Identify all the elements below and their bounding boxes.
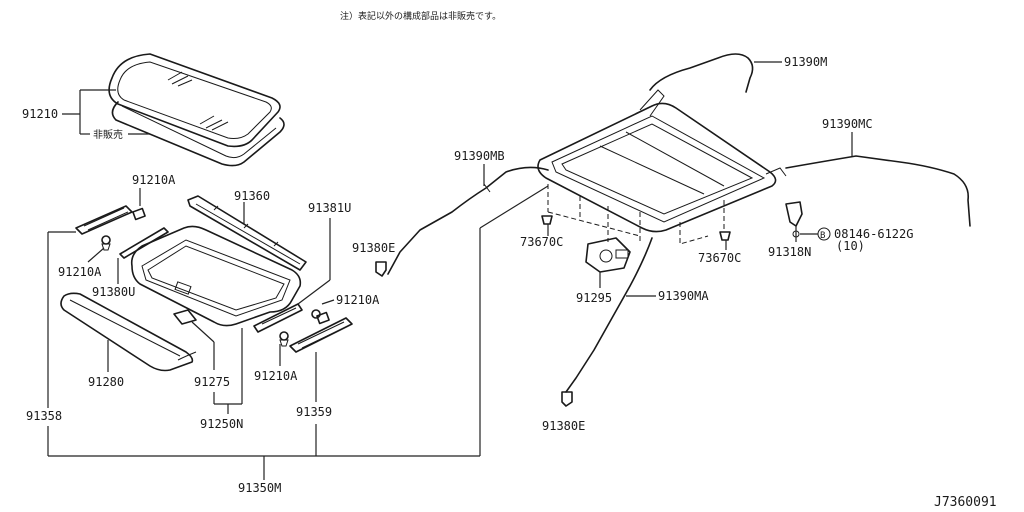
label-91380E-lower: 91380E bbox=[542, 419, 585, 433]
label-91210A-bottom: 91210A bbox=[254, 369, 298, 383]
label-91210A-top: 91210A bbox=[132, 173, 176, 187]
label-91295: 91295 bbox=[576, 291, 612, 305]
label-91390MC: 91390MC bbox=[822, 117, 873, 131]
label-91210: 91210 bbox=[22, 107, 58, 121]
label-91318N: 91318N bbox=[768, 245, 811, 259]
label-bolt-code: 08146-6122G bbox=[834, 227, 913, 241]
label-91275: 91275 bbox=[194, 375, 230, 389]
label-91380E-upper: 91380E bbox=[352, 241, 395, 255]
bracket-91318N[interactable] bbox=[785, 201, 803, 238]
label-91390MA: 91390MA bbox=[658, 289, 709, 303]
label-not-sold: 非販売 bbox=[93, 128, 123, 141]
drain-hose-91390MB[interactable] bbox=[387, 166, 549, 275]
label-91210A-left: 91210A bbox=[58, 265, 102, 279]
label-91381U: 91381U bbox=[308, 201, 351, 215]
grommet-91380E-lower[interactable] bbox=[561, 391, 573, 407]
sunshade-frame-91250N[interactable] bbox=[130, 225, 302, 327]
pad-91275[interactable] bbox=[173, 309, 197, 325]
glass-panel-91210[interactable] bbox=[108, 53, 285, 167]
clip-73670C-left[interactable] bbox=[541, 215, 553, 225]
label-73670C-left: 73670C bbox=[520, 235, 563, 249]
seal-91360[interactable] bbox=[187, 195, 307, 271]
motor-91295[interactable] bbox=[585, 237, 631, 273]
drain-hose-91390MA[interactable] bbox=[565, 237, 653, 393]
label-91358: 91358 bbox=[26, 409, 62, 423]
label-91210A-right: 91210A bbox=[336, 293, 380, 307]
label-91360: 91360 bbox=[234, 189, 270, 203]
label-bolt-qty: (10) bbox=[836, 239, 865, 253]
label-91250N: 91250N bbox=[200, 417, 243, 431]
front-bracket-right[interactable] bbox=[289, 311, 353, 353]
grommet-91380E-upper[interactable] bbox=[375, 261, 387, 277]
label-91390MB: 91390MB bbox=[454, 149, 505, 163]
bolt-badge: B bbox=[820, 231, 825, 241]
label-91390M: 91390M bbox=[784, 55, 827, 69]
rail-91380U[interactable] bbox=[119, 227, 169, 259]
clip-91210A-right-upper[interactable] bbox=[311, 309, 321, 319]
deflector-91280[interactable] bbox=[60, 292, 197, 372]
header-note: 注）表記以外の構成部品は非販売です。 bbox=[340, 10, 501, 22]
drain-hose-91390M[interactable] bbox=[649, 53, 754, 93]
front-bracket-left[interactable] bbox=[75, 205, 146, 235]
label-73670C-right: 73670C bbox=[698, 251, 741, 265]
clip-91210A-left[interactable] bbox=[101, 235, 111, 251]
clip-73670C-right[interactable] bbox=[719, 231, 731, 241]
clip-91210A-right-lower[interactable] bbox=[279, 331, 289, 347]
label-91350M: 91350M bbox=[238, 481, 281, 495]
label-91380U: 91380U bbox=[92, 285, 135, 299]
label-91359: 91359 bbox=[296, 405, 332, 419]
drain-hose-91390MC[interactable] bbox=[785, 155, 971, 227]
rail-91381U[interactable] bbox=[253, 303, 303, 333]
diagram-id: J7360091 bbox=[934, 495, 997, 510]
label-91280: 91280 bbox=[88, 375, 124, 389]
sunroof-frame[interactable] bbox=[537, 89, 787, 233]
